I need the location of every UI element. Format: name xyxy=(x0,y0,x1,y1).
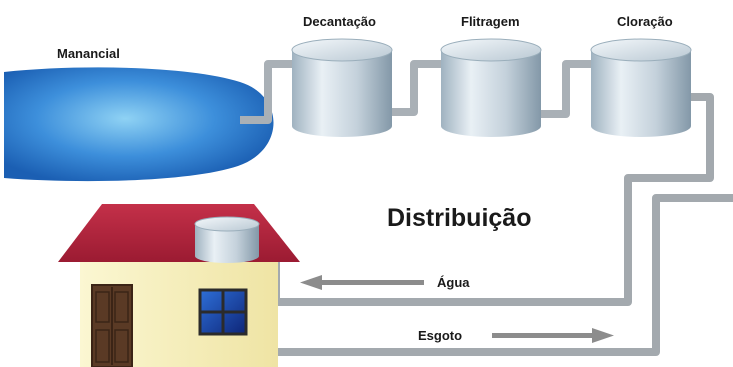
pipe-decantation-to-filtration xyxy=(392,60,442,116)
water-flow-arrow xyxy=(300,275,424,290)
filtration-label: Flitragem xyxy=(461,14,520,29)
source-lake xyxy=(4,67,274,182)
chlorination-label: Cloração xyxy=(617,14,673,29)
source-label: Manancial xyxy=(57,46,120,61)
house xyxy=(58,204,300,367)
decantation-tank xyxy=(291,38,393,137)
house-roof xyxy=(58,204,300,262)
sewage-label: Esgoto xyxy=(418,328,463,343)
filtration-tank xyxy=(440,38,542,137)
distribution-title: Distribuição xyxy=(387,204,532,232)
decantation-label: Decantação xyxy=(303,14,376,29)
roof-water-tank xyxy=(194,216,260,263)
pipe-filtration-to-chlorination xyxy=(540,60,592,118)
pipe-lake-to-decantation xyxy=(240,60,296,124)
treatment-pipes xyxy=(240,60,592,124)
sewage-flow-arrow xyxy=(492,328,614,343)
sewage-pipe xyxy=(276,194,733,356)
water-label: Água xyxy=(437,275,470,290)
chlorination-tank xyxy=(590,38,692,137)
